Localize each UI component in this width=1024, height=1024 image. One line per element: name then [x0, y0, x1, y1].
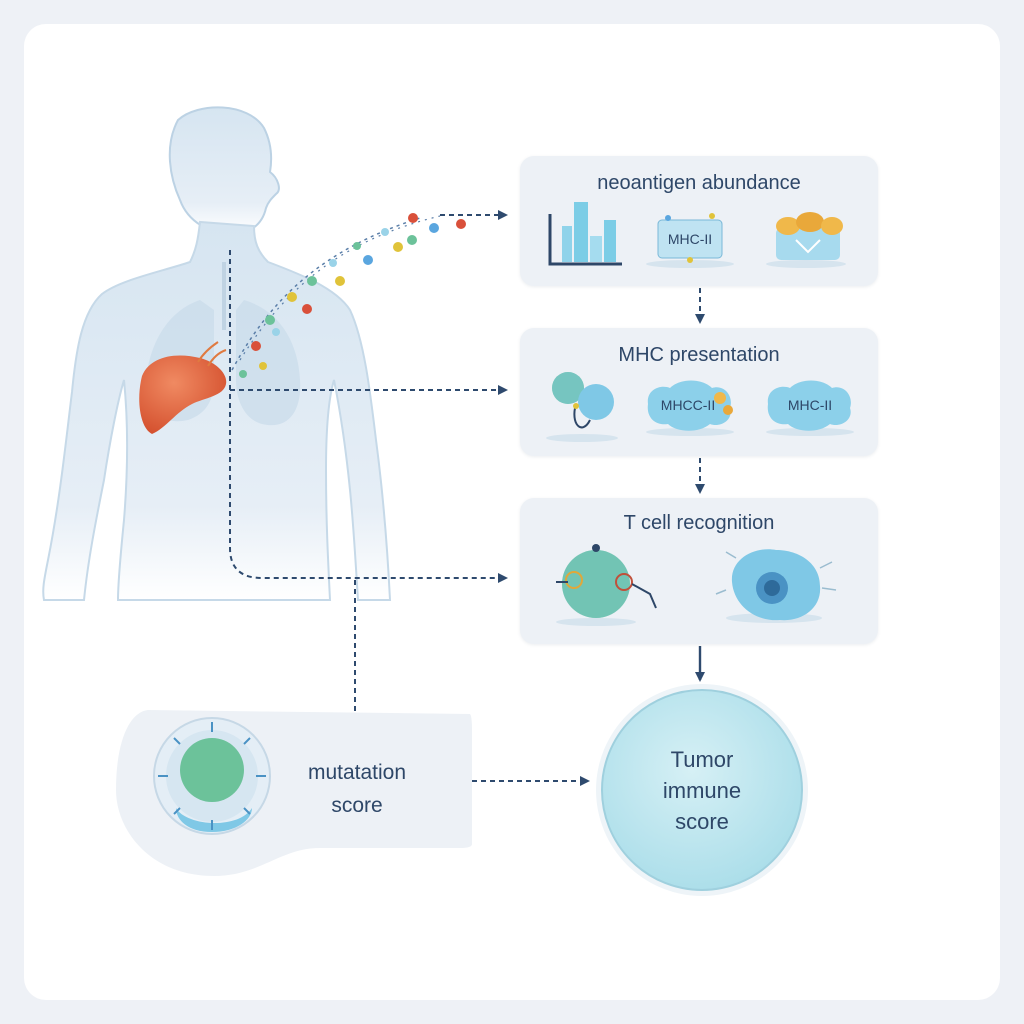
molecule-cluster-icon [546, 372, 618, 442]
mutation-score-line2: score [331, 794, 383, 817]
t-cell-icon [556, 544, 657, 626]
particle-dots [239, 213, 466, 378]
outcome-line3: score [675, 808, 729, 834]
mhcc-ii-label: MHCC-II [661, 397, 715, 413]
neoantigen-title: neoantigen abundance [597, 172, 801, 194]
mhc-ii-receptor-icon: MHC-II [766, 380, 854, 436]
mhc-ii-label-2: MHC-II [788, 397, 832, 413]
mhc-presentation-box: MHC presentation MHCC-II MHC-II [520, 328, 878, 456]
liver-icon [139, 355, 227, 434]
peptide-complex-icon [766, 212, 846, 268]
outcome-line2: immune [662, 777, 742, 803]
t-cell-recognition-title: T cell recognition [623, 512, 775, 534]
human-body-icon [42, 106, 392, 601]
mutated-cell-icon [153, 717, 271, 835]
mhc-ii-label: MHC-II [668, 231, 712, 247]
mhc-presentation-title: MHC presentation [618, 344, 780, 366]
bar-chart-icon [548, 202, 622, 266]
outcome-line1: Tumor [670, 746, 734, 772]
mhc-ii-chip-icon: MHC-II [646, 213, 734, 268]
t-cell-recognition-box: T cell recognition [520, 498, 878, 644]
tumor-immune-score-node: Tumor immune score [602, 690, 802, 890]
tumor-cell-icon [715, 549, 837, 623]
neoantigen-box: neoantigen abundance MHC-II [520, 156, 878, 286]
mutation-score-label: mutatation score [282, 756, 432, 822]
mutation-score-line1: mutatation [307, 761, 407, 784]
mhc-ii-receptor-icon: MHCC-II [646, 380, 734, 436]
arrow-to-tcell [229, 250, 508, 583]
